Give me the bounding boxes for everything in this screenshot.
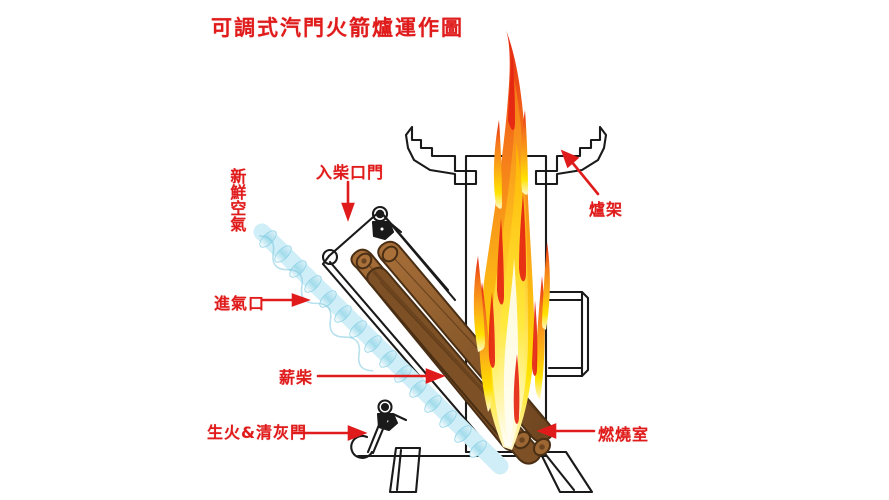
feed-tube-lower-wall-2 (328, 260, 491, 449)
label-firewood: 薪柴 (279, 368, 314, 387)
pot-support-right-icon (534, 125, 608, 186)
leg-left (388, 446, 422, 494)
arrow-air-intake (260, 293, 311, 307)
arrow-pot-grate (560, 149, 600, 196)
log-knot-a (361, 258, 367, 264)
flame-group (473, 30, 550, 450)
label-feed-door: 入柴口門 (316, 163, 385, 182)
arrow-combustion-chamber (536, 423, 596, 439)
feed-door-latch-hole-icon (378, 225, 386, 233)
ash-door-pivot-arc (350, 434, 374, 459)
air-swirl-band (258, 235, 374, 372)
feed-tube-pivot-icon (321, 248, 339, 266)
label-ash-door: 生火&清灰門 (207, 423, 307, 442)
log-knot-b (519, 437, 525, 443)
pot-support-left-icon (404, 125, 478, 186)
annotation-arrows (260, 149, 600, 441)
stove-body-group (321, 125, 608, 494)
leg-right-inner (544, 453, 576, 492)
feed-door-arm-icon (387, 220, 403, 234)
flame-tongues-left (473, 120, 502, 412)
log-end-middle (381, 245, 399, 263)
feed-tube-mouth (321, 254, 331, 266)
flame-red-streaks (488, 50, 538, 424)
arrow-firewood (316, 368, 446, 384)
arrow-ash-door (292, 425, 368, 441)
ash-door-arm-icon (391, 412, 408, 422)
log-knot-c (539, 444, 545, 450)
air-swirl-coils (259, 230, 487, 458)
flame-tongues-right (520, 110, 550, 400)
label-air-intake: 進氣口 (214, 294, 266, 313)
fresh-air-flow (253, 223, 509, 475)
ash-door-panel (366, 413, 385, 454)
label-pot-grate: 爐架 (589, 200, 624, 219)
feed-door-hinge-pin-inner-icon (375, 209, 385, 219)
ash-door-panel-2 (371, 415, 390, 455)
leg-left-inner (395, 448, 403, 492)
side-handle (544, 290, 590, 378)
label-fresh-air: 新鮮空氣 (227, 168, 247, 232)
ash-door-hinge-pin-inner-icon (380, 402, 390, 412)
label-combustion-chamber: 燃燒室 (598, 425, 650, 444)
diagram-title: 可調式汽門火箭爐運作圖 (211, 16, 464, 40)
leg-right (538, 450, 594, 494)
arrow-feed-door (341, 180, 355, 222)
